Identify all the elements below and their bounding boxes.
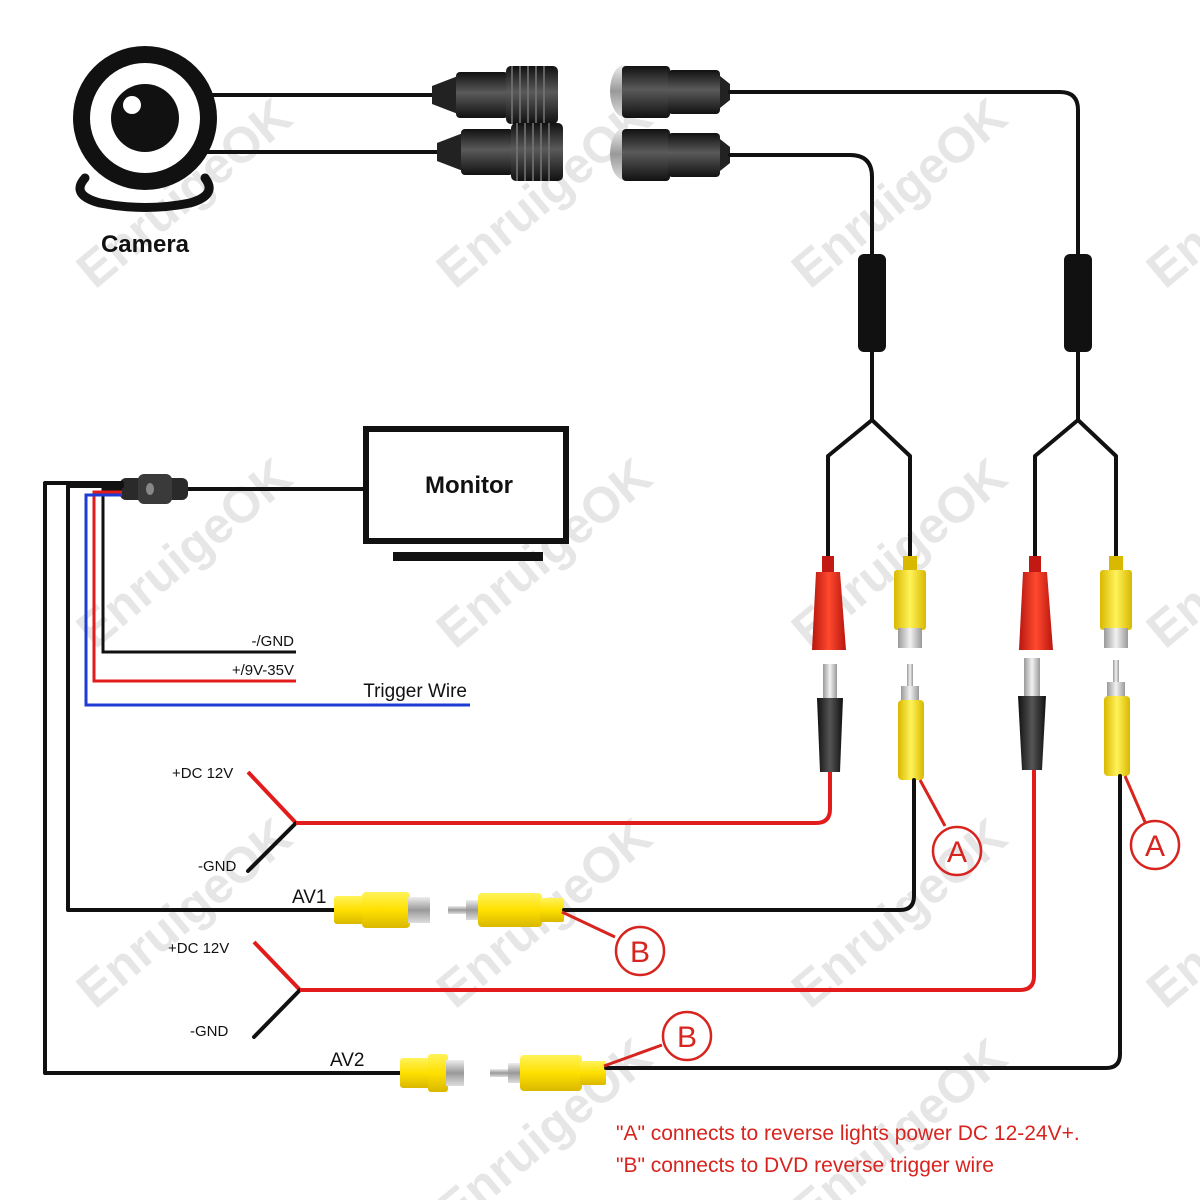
camera-label: Camera [101,231,190,258]
watermark-text: EnruigeOK [781,88,1017,299]
b-marker-letter: B [677,1021,697,1054]
a-marker-circle [931,825,983,877]
watermark-text: EnruigeOK [1136,88,1200,299]
a-marker-circle [1129,819,1181,871]
branch1-av-label: AV1 [292,887,327,908]
branch1-minus-wire [246,821,298,873]
b-marker-circle [661,1010,713,1062]
branch2-minus-wire [252,988,302,1039]
monitor-connector [120,474,188,504]
a-marker-line [1123,775,1147,823]
extension-cable-2 [728,90,1080,257]
split-wire [1033,350,1080,562]
gnd-lead-label: -/GND [252,633,295,650]
trigger-lead [84,493,470,707]
a-marker-line [918,779,947,827]
rca-male-yellow [1104,660,1130,776]
branch1-video-wire [562,778,916,912]
aviation-connector-male [610,128,730,181]
branch2-power-wire [300,770,1036,992]
extension-cable-1 [728,153,874,257]
watermark-text: EnruigeOK [66,808,302,1019]
a-marker-letter: A [947,836,967,869]
aviation-connector-male [610,65,730,118]
split-wire [870,418,912,562]
branch2-video-wire [604,774,1122,1070]
splitter-body [1064,254,1092,352]
split-wire [1076,418,1118,562]
dc-power-male-black [817,664,843,772]
branch1-plus-label: +DC 12V [172,765,233,782]
splitter-body [858,254,886,352]
rca-female-yellow [1100,556,1132,648]
branch2-plus-wire [252,940,302,992]
trigger-lead-label: Trigger Wire [363,681,467,702]
monitor-label: Monitor [425,472,513,499]
dc-power-female-red [1019,556,1053,650]
branch1-power-wire [296,772,832,825]
branch2-minus-label: -GND [190,1023,228,1040]
av2-wire [43,481,404,1075]
rca-male-av2 [490,1055,606,1091]
rca-female-av1 [334,892,430,928]
note-a: "A" connects to reverse lights power DC … [616,1122,1080,1145]
branch2-plus-label: +DC 12V [168,940,229,957]
rca-male-av1 [448,893,564,927]
aviation-connector-female [432,66,558,124]
watermark-text: EnruigeOK [781,808,1017,1019]
b-marker-letter: B [630,936,650,969]
rca-female-av2 [400,1054,464,1092]
av1-wire [66,484,338,912]
note-b: "B" connects to DVD reverse trigger wire [616,1154,994,1177]
branch1-plus-wire [246,770,298,825]
b-marker-circle [614,925,666,977]
b-marker-line [561,910,616,939]
power-lead [92,490,296,683]
camera-icon [73,46,217,212]
watermark-text: EnruigeOK [1136,448,1200,659]
dc-power-male-black [1018,658,1046,770]
power-lead-label: +/9V-35V [232,662,294,679]
a-marker-letter: A [1145,830,1165,863]
dc-power-female-red [812,556,846,650]
branch2-av-label: AV2 [330,1050,365,1071]
aviation-connector-female [437,123,563,181]
rca-male-yellow [898,664,924,780]
b-marker-line [603,1043,663,1068]
rca-female-yellow [894,556,926,648]
branch1-minus-label: -GND [198,858,236,875]
split-wire [826,350,874,562]
monitor-icon [363,426,569,561]
gnd-lead [101,487,296,654]
